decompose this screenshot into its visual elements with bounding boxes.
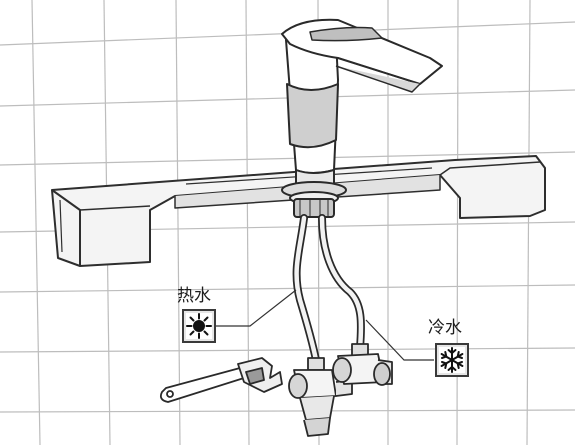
- cold-water-label: 冷水: [428, 318, 462, 338]
- hot-water-badge: [182, 309, 216, 343]
- supply-hoses: [292, 214, 365, 364]
- angle-valves: [288, 343, 393, 437]
- faucet: [281, 18, 443, 218]
- callout-lines: [216, 289, 434, 361]
- snowflake-icon: [440, 347, 464, 373]
- hot-water-label: 热水: [177, 286, 211, 306]
- wrench: [159, 357, 283, 403]
- cold-water-badge: [435, 343, 469, 377]
- sun-icon: [186, 313, 212, 339]
